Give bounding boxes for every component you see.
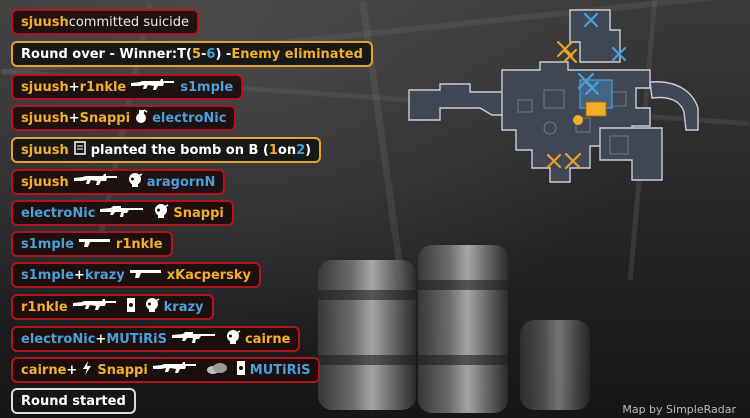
killfeed-entry: s1mple + krazy xKacpersky: [11, 262, 262, 288]
wallbang-icon: [126, 297, 136, 317]
assister-name: MUTiRiS: [106, 331, 167, 347]
flash-icon: [81, 360, 93, 380]
feed-text: sjuush: [21, 142, 69, 158]
assist-plus: +: [68, 110, 80, 126]
headshot-icon: [127, 172, 143, 192]
feed-text: Round started: [21, 393, 126, 409]
headshot-icon: [144, 297, 160, 317]
killfeed-entry: sjuush + r1nkle s1mple: [11, 74, 244, 100]
ak47-icon: [73, 173, 119, 191]
assist-plus: +: [68, 79, 80, 95]
assister-name: krazy: [84, 267, 125, 283]
deagle-icon: [129, 267, 163, 283]
victim-name: MUTiRiS: [249, 362, 311, 378]
attacker-name: sjuush: [21, 174, 69, 190]
feed-text: ): [305, 142, 312, 158]
assist-plus: +: [66, 362, 78, 378]
attacker-name: r1nkle: [21, 299, 68, 315]
feed-text: on: [277, 142, 297, 158]
killfeed-entry: electroNic Snappi: [11, 200, 234, 226]
feed-text: sjuush: [21, 14, 69, 30]
attacker-name: cairne: [21, 362, 67, 378]
feed-text: -: [200, 46, 207, 62]
victim-name: Snappi: [173, 205, 224, 221]
killfeed-entry: sjuush + Snappi electroNic: [11, 105, 237, 131]
killfeed-entry: electroNic + MUTiRiS cairne: [11, 326, 301, 352]
victim-name: s1mple: [180, 79, 234, 95]
killfeed-entry: sjuush committed suicide: [11, 9, 199, 35]
feed-text: committed suicide: [68, 14, 189, 30]
feed-text: 1: [268, 142, 278, 158]
assist-plus: +: [73, 267, 85, 283]
killfeed-entry: sjuush aragornN: [11, 169, 226, 195]
feed-text: ) -: [215, 46, 232, 62]
feed-text: Round over - Winner:: [21, 46, 178, 62]
map-credit: Map by SimpleRadar: [622, 403, 736, 416]
deagle-icon: [78, 236, 112, 252]
headshot-icon: [225, 329, 241, 349]
feed-text: 6: [206, 46, 216, 62]
attacker-name: electroNic: [21, 205, 96, 221]
ak47-icon: [152, 361, 198, 379]
attacker-name: s1mple: [21, 236, 74, 252]
m4a4-icon: [171, 330, 217, 348]
victim-name: r1nkle: [115, 236, 163, 252]
killfeed-entry: r1nkle krazy: [11, 294, 214, 320]
ak47-icon: [72, 298, 118, 316]
attacker-name: electroNic: [21, 331, 96, 347]
wallbang-icon: [236, 360, 246, 380]
victim-name: xKacpersky: [166, 267, 252, 283]
killfeed-entry: cairne + Snappi MUTiRiS: [11, 357, 321, 383]
bomb-icon: [73, 140, 87, 160]
killfeed-entry: Round over - Winner: T (5 - 6) - Enemy e…: [11, 41, 373, 67]
assister-name: r1nkle: [79, 79, 127, 95]
attacker-name: s1mple: [21, 267, 74, 283]
killfeed-entry: Round started: [11, 388, 136, 414]
feed-text: Enemy eliminated: [231, 46, 363, 62]
assister-name: Snappi: [97, 362, 148, 378]
smoke-icon: [206, 361, 228, 379]
attacker-name: sjuush: [21, 110, 69, 126]
killfeed-entry: s1mple r1nkle: [11, 231, 173, 257]
feed-text: planted the bomb on B (: [90, 142, 269, 158]
m4a4-icon: [99, 204, 145, 222]
assister-name: Snappi: [79, 110, 131, 126]
feed-text: 5: [191, 46, 201, 62]
victim-name: electroNic: [152, 110, 227, 126]
feed-text: 2: [296, 142, 306, 158]
attacker-name: sjuush: [21, 79, 69, 95]
victim-name: cairne: [244, 331, 291, 347]
headshot-icon: [153, 203, 169, 223]
feed-text: T: [177, 46, 186, 62]
ak47-icon: [130, 78, 176, 96]
feed-text: (: [185, 46, 192, 62]
victim-name: krazy: [163, 299, 204, 315]
grenade-icon: [134, 108, 148, 128]
minimap: [408, 9, 699, 183]
assist-plus: +: [95, 331, 107, 347]
victim-name: aragornN: [146, 174, 216, 190]
